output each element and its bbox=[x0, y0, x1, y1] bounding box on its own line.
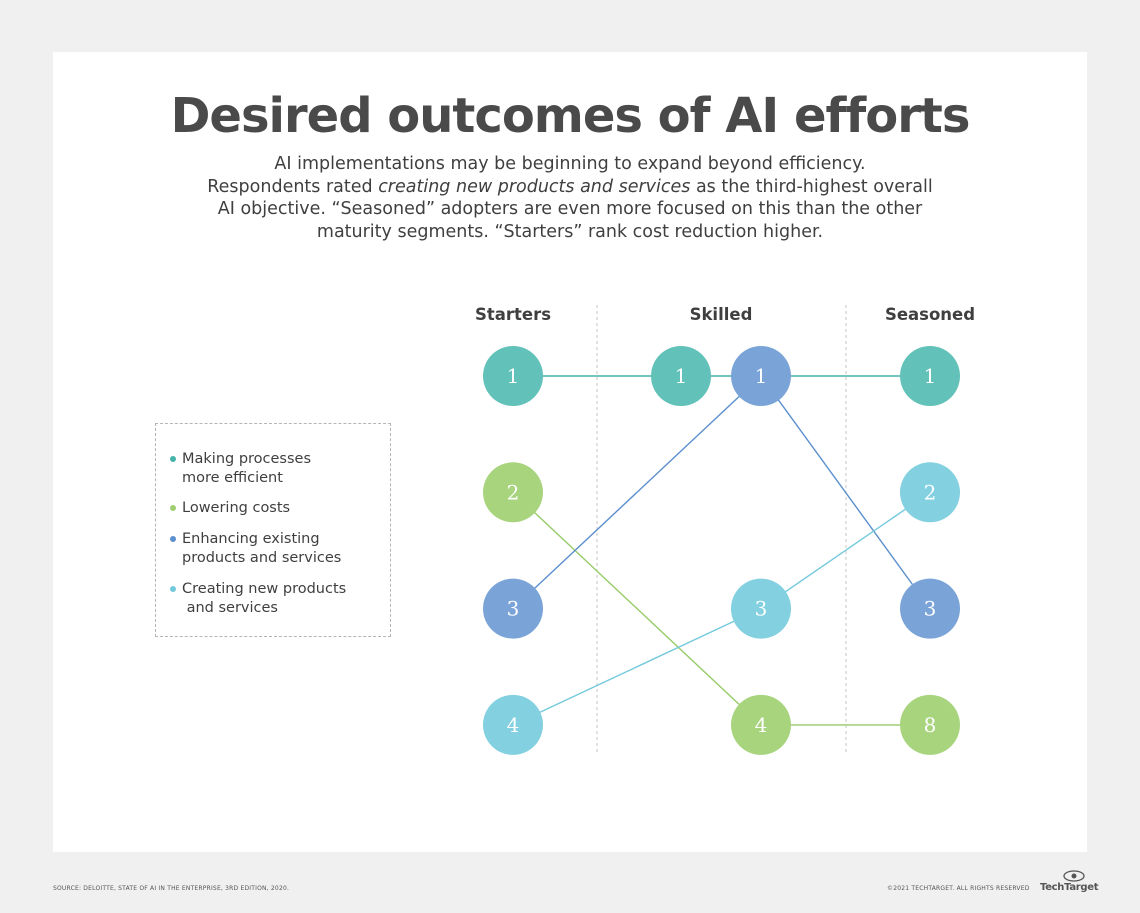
legend-label-efficiency-1: Making processes bbox=[182, 451, 312, 467]
rank-label: 1 bbox=[924, 364, 937, 388]
legend-label-enhancing-1: Enhancing existing bbox=[182, 531, 320, 547]
rank-marker bbox=[483, 694, 543, 755]
subtitle-line-4: maturity segments. “Starters” rank cost … bbox=[316, 221, 824, 242]
rank-label: 3 bbox=[755, 597, 768, 621]
rank-marker bbox=[731, 694, 791, 755]
legend-item-creating: Creating new products and services bbox=[170, 580, 347, 618]
chart-legend: Making processes more efficient Lowering … bbox=[155, 423, 391, 637]
subtitle-line-2-end: as the third-highest overall bbox=[690, 176, 933, 197]
series-connector bbox=[760, 375, 931, 610]
series-connector bbox=[512, 607, 762, 726]
rank-label: 1 bbox=[675, 364, 688, 388]
source-note: SOURCE: DELOITTE, STATE OF AI IN THE ENT… bbox=[53, 885, 290, 892]
legend-item-enhancing: Enhancing existing products and services bbox=[170, 530, 342, 568]
rank-label: 1 bbox=[507, 364, 520, 388]
logo-text: TechTarget bbox=[1040, 882, 1099, 893]
series-connector bbox=[512, 491, 762, 726]
segment-header: Starters bbox=[475, 305, 551, 324]
legend-label-enhancing-2: products and services bbox=[182, 550, 342, 566]
rank-marker bbox=[731, 346, 791, 406]
chart-title: Desired outcomes of AI efforts bbox=[170, 88, 971, 144]
rank-label: 8 bbox=[924, 713, 937, 737]
legend-label-creating-2: and services bbox=[182, 600, 278, 616]
rank-marker bbox=[483, 578, 543, 639]
legend-dot-costs bbox=[170, 505, 176, 511]
legend-dot-creating bbox=[170, 586, 176, 592]
legend-item-costs: Lowering costs bbox=[170, 499, 291, 518]
copyright-note: ©2021 TECHTARGET. ALL RIGHTS RESERVED bbox=[887, 885, 1030, 892]
rank-marker bbox=[731, 578, 791, 639]
rank-label: 2 bbox=[924, 480, 937, 504]
subtitle-line-2-start: Respondents rated bbox=[207, 176, 379, 197]
techtarget-logo: TechTarget bbox=[1040, 868, 1099, 896]
legend-item-efficiency: Making processes more efficient bbox=[170, 450, 312, 488]
rank-marker bbox=[900, 462, 960, 523]
legend-dot-enhancing bbox=[170, 536, 176, 542]
rank-label: 2 bbox=[507, 480, 520, 504]
chart-subtitle: AI implementations may be beginning to e… bbox=[170, 153, 970, 243]
legend-dot-efficiency bbox=[170, 456, 176, 462]
eye-icon bbox=[1063, 870, 1085, 882]
rank-marker bbox=[900, 694, 960, 755]
subtitle-line-1: AI implementations may be beginning to e… bbox=[274, 154, 866, 174]
legend-label-creating-1: Creating new products bbox=[182, 581, 347, 597]
subtitle-line-3: AI objective. “Seasoned” adopters are ev… bbox=[217, 199, 923, 219]
segment-header: Seasoned bbox=[885, 305, 975, 324]
rank-label: 4 bbox=[507, 713, 520, 737]
subtitle-emphasis: creating new products and services bbox=[378, 176, 691, 197]
legend-label-efficiency-2: more efficient bbox=[182, 470, 283, 486]
segment-header: Skilled bbox=[690, 305, 753, 324]
rank-label: 3 bbox=[507, 597, 520, 621]
rank-label: 1 bbox=[755, 364, 768, 388]
rank-marker bbox=[651, 346, 711, 406]
rank-marker bbox=[483, 462, 543, 523]
rank-marker bbox=[900, 346, 960, 406]
rank-label: 3 bbox=[924, 597, 937, 621]
series-connector bbox=[512, 375, 762, 610]
legend-label-costs: Lowering costs bbox=[182, 500, 291, 516]
series-connector bbox=[760, 491, 931, 610]
rank-marker bbox=[900, 578, 960, 639]
rank-marker bbox=[483, 346, 543, 406]
rank-label: 4 bbox=[755, 713, 768, 737]
